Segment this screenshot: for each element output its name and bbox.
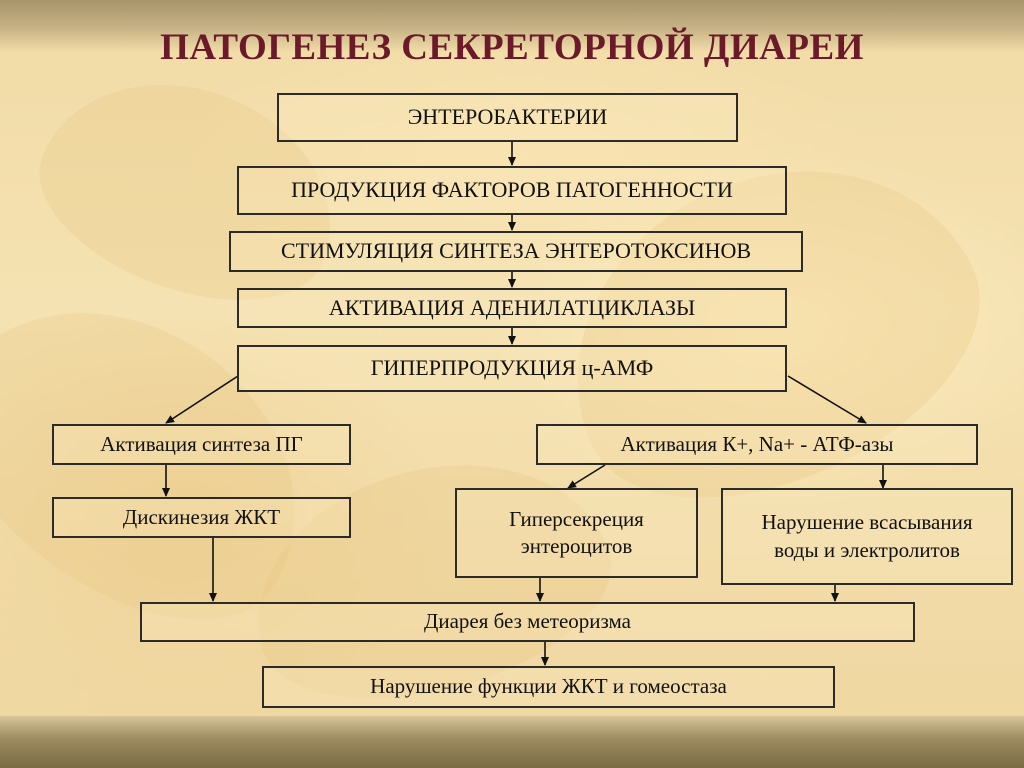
node-hypersecretion-label-line2: энтероцитов: [520, 534, 633, 558]
node-atpase-activation: Активация К+, Na+ - АТФ-азы: [536, 424, 978, 465]
node-enterotoxin-synthesis-label: СТИМУЛЯЦИЯ СИНТЕЗА ЭНТЕРОТОКСИНОВ: [280, 238, 752, 264]
top-band: [0, 0, 1024, 52]
node-enterobacteria-label: ЭНТЕРОБАКТЕРИИ: [407, 104, 608, 130]
node-hypersecretion-label-line1: Гиперсекреция: [509, 506, 644, 531]
node-absorption-disorder-label-line2: воды и электролитов: [774, 537, 960, 562]
node-gi-homeostasis: Нарушение функции ЖКТ и гомеостаза: [262, 666, 835, 708]
node-gi-homeostasis-label: Нарушение функции ЖКТ и гомеостаза: [370, 674, 727, 699]
node-pathogenicity-factors: ПРОДУКЦИЯ ФАКТОРОВ ПАТОГЕННОСТИ: [237, 166, 787, 215]
node-pg-synthesis: Активация синтеза ПГ: [52, 424, 351, 465]
node-camp-overproduction: ГИПЕРПРОДУКЦИЯ ц-АМФ: [237, 345, 787, 392]
node-pathogenicity-factors-label: ПРОДУКЦИЯ ФАКТОРОВ ПАТОГЕННОСТИ: [291, 177, 733, 203]
node-diarrhea-label: Диарея без метеоризма: [424, 609, 631, 634]
node-diarrhea: Диарея без метеоризма: [140, 602, 915, 642]
node-enterobacteria: ЭНТЕРОБАКТЕРИИ: [277, 93, 738, 142]
bottom-band: [0, 716, 1024, 768]
slide-title: ПАТОГЕНЕЗ СЕКРЕТОРНОЙ ДИАРЕИ: [160, 27, 864, 68]
node-adenylate-cyclase-label: АКТИВАЦИЯ АДЕНИЛАТЦИКЛАЗЫ: [328, 294, 696, 320]
node-adenylate-cyclase: АКТИВАЦИЯ АДЕНИЛАТЦИКЛАЗЫ: [237, 288, 787, 328]
node-absorption-disorder: Нарушение всасывания воды и электролитов: [721, 488, 1013, 585]
node-gi-dyskinesia-label: Дискинезия ЖКТ: [122, 504, 281, 529]
node-enterotoxin-synthesis: СТИМУЛЯЦИЯ СИНТЕЗА ЭНТЕРОТОКСИНОВ: [229, 231, 803, 272]
node-hypersecretion: Гиперсекреция энтероцитов: [455, 488, 698, 578]
node-pg-synthesis-label: Активация синтеза ПГ: [100, 431, 303, 456]
node-gi-dyskinesia: Дискинезия ЖКТ: [52, 497, 351, 538]
node-atpase-activation-label: Активация К+, Na+ - АТФ-азы: [620, 431, 894, 456]
node-camp-overproduction-label: ГИПЕРПРОДУКЦИЯ ц-АМФ: [370, 355, 654, 381]
node-absorption-disorder-label-line1: Нарушение всасывания: [761, 510, 973, 535]
